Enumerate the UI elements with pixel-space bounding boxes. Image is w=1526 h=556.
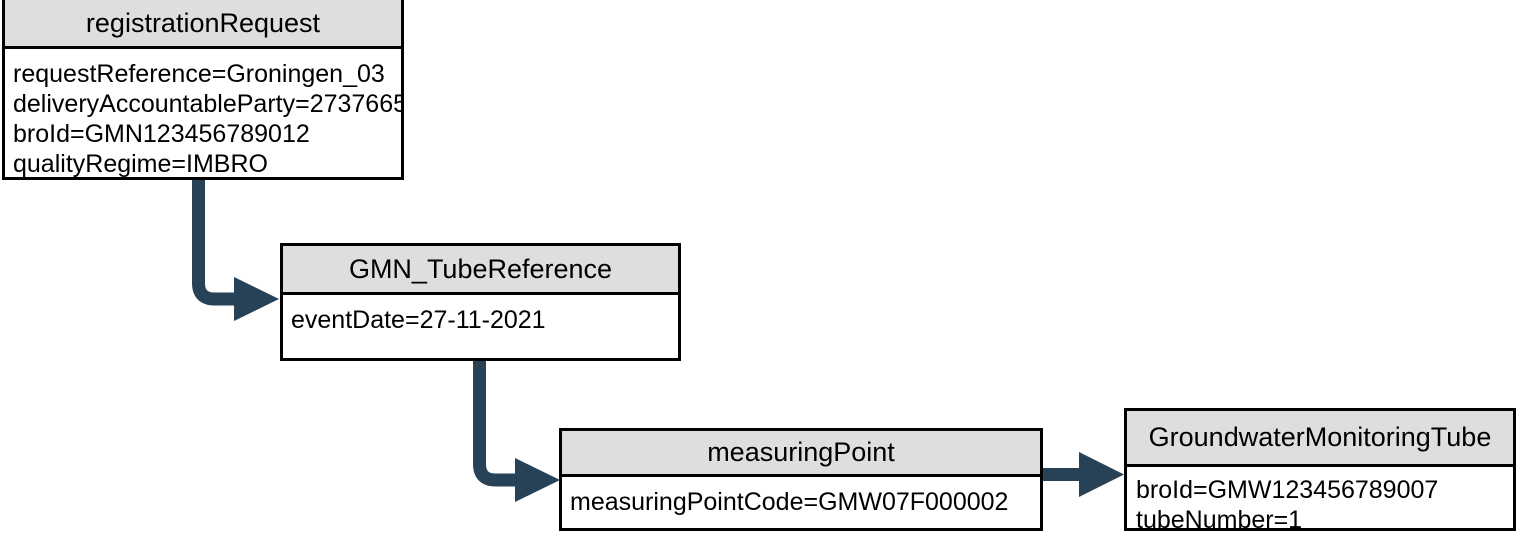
uml-node-gmn-tubereference[interactable]: GMN_TubeReference eventDate=27-11-2021 bbox=[280, 243, 681, 361]
uml-attribute: qualityRegime=IMBRO bbox=[13, 150, 268, 178]
uml-node-attributes: requestReference=Groningen_03 deliveryAc… bbox=[5, 49, 401, 178]
uml-node-title: GMN_TubeReference bbox=[283, 246, 678, 295]
uml-node-title: measuringPoint bbox=[562, 431, 1040, 477]
uml-node-title: registrationRequest bbox=[5, 0, 401, 49]
uml-attribute: requestReference=Groningen_03 bbox=[13, 60, 385, 88]
uml-attribute: broId=GMN123456789012 bbox=[13, 120, 310, 148]
uml-node-measuring-point[interactable]: measuringPoint measuringPointCode=GMW07F… bbox=[559, 428, 1043, 531]
uml-node-registration-request[interactable]: registrationRequest requestReference=Gro… bbox=[2, 0, 404, 180]
uml-attribute: broId=GMW123456789007 bbox=[1136, 476, 1439, 504]
uml-node-groundwater-monitoring-tube[interactable]: GroundwaterMonitoringTube broId=GMW12345… bbox=[1124, 408, 1516, 531]
uml-attribute: eventDate=27-11-2021 bbox=[291, 306, 546, 334]
uml-attribute: tubeNumber=1 bbox=[1136, 506, 1303, 531]
uml-attribute: measuringPointCode=GMW07F000002 bbox=[570, 488, 1009, 516]
uml-node-attributes: broId=GMW123456789007 tubeNumber=1 bbox=[1127, 467, 1513, 531]
uml-node-attributes: measuringPointCode=GMW07F000002 bbox=[562, 477, 1040, 528]
uml-node-attributes: eventDate=27-11-2021 bbox=[283, 295, 678, 358]
uml-attribute: deliveryAccountableParty=27376655 bbox=[13, 90, 401, 118]
uml-node-title: GroundwaterMonitoringTube bbox=[1127, 411, 1513, 467]
